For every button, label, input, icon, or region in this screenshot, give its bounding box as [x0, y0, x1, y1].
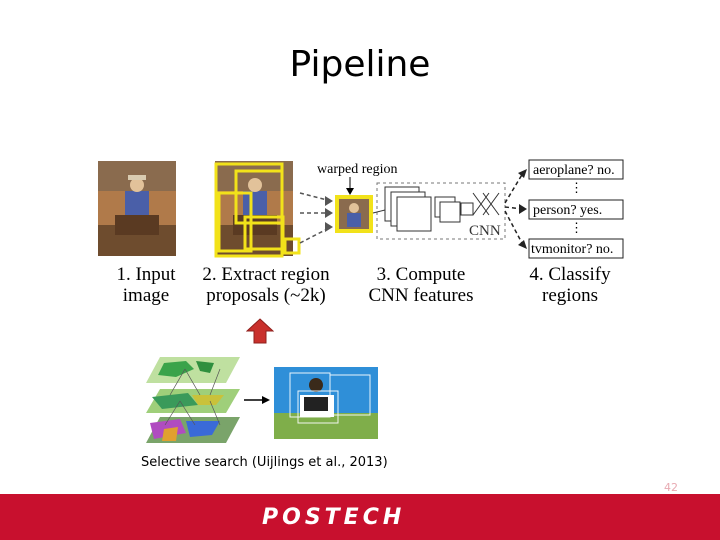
cnn-block: CNN [376, 182, 506, 240]
rcnn-pipeline-diagram: warped region CNN aeroplane? no. [98, 159, 624, 259]
output-person: person? yes. [533, 203, 602, 218]
output-tvmonitor: tvmonitor? no. [531, 242, 613, 257]
stage-3-label: 3. Compute CNN features [368, 264, 474, 306]
selective-search-caption: Selective search (Uijlings et al., 2013) [141, 455, 388, 470]
stage-1-label: 1. Input image [116, 264, 176, 306]
output-aeroplane: aeroplane? no. [533, 163, 615, 178]
slide-title: Pipeline [289, 44, 431, 85]
warped-region-image [335, 195, 373, 233]
ellipsis-top: ⋮ [570, 180, 583, 195]
stage-2-label: 2. Extract region proposals (~2k) [202, 264, 330, 306]
selective-search-result-image [274, 367, 378, 439]
up-arrow-icon [246, 318, 274, 344]
ellipsis-bottom: ⋮ [570, 220, 583, 235]
cnn-label: CNN [469, 223, 501, 239]
region-proposals-image [214, 161, 301, 258]
stage-4-label: 4. Classify regions [529, 264, 611, 306]
postech-logo: POSTECH [262, 505, 406, 530]
classifier-outputs: aeroplane? no. ⋮ person? yes. ⋮ tvmonito… [528, 159, 624, 259]
selective-search-illustration [146, 357, 378, 443]
segmentation-layers [146, 357, 240, 443]
page-number: 42 [664, 481, 678, 494]
footer-bar [0, 494, 720, 540]
warped-region-label: warped region [317, 162, 397, 177]
input-image [98, 161, 176, 256]
